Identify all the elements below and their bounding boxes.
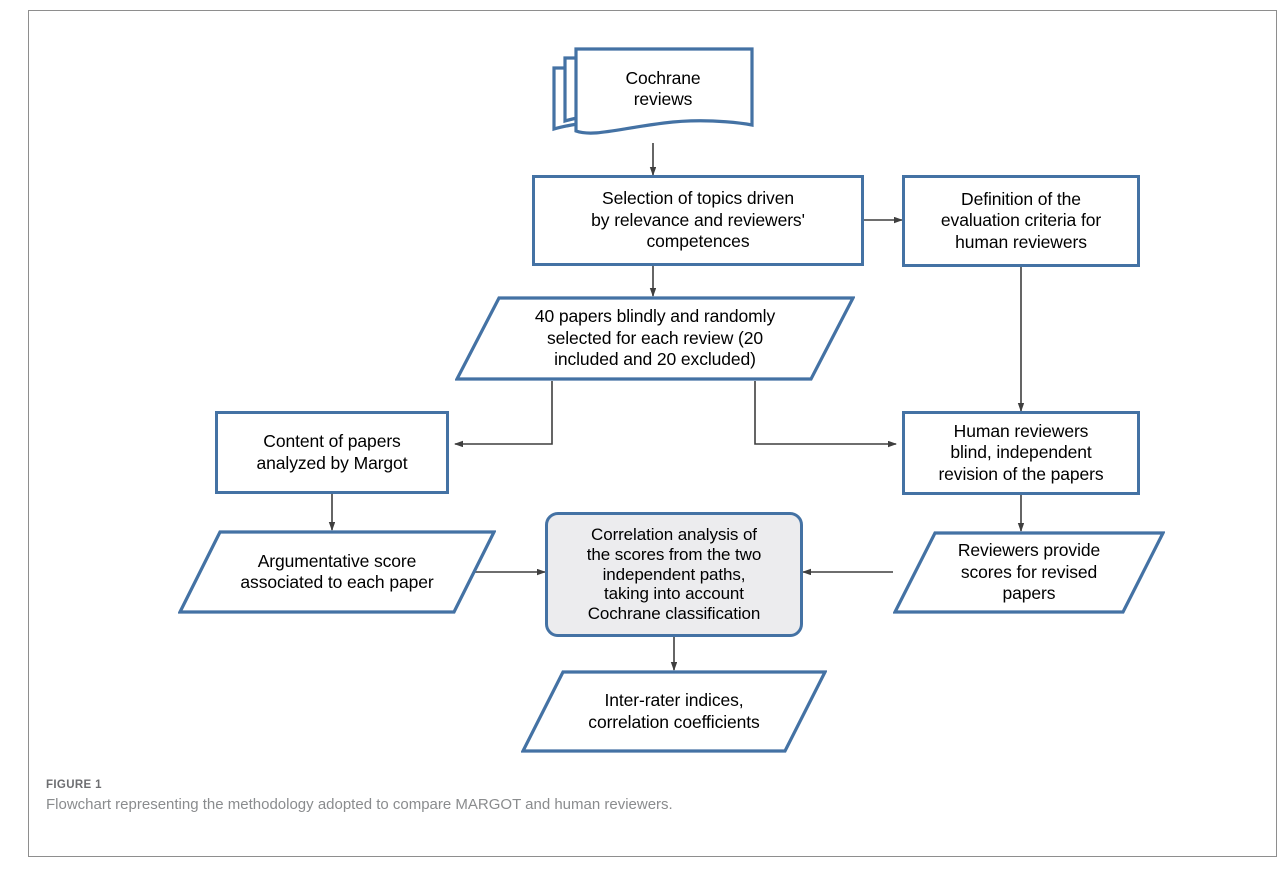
node-selection-of-topics-label: Selection of topics driven by relevance … [591, 188, 805, 252]
figure-number: FIGURE 1 [46, 779, 102, 791]
node-cochrane-reviews[interactable]: Cochrane reviews [551, 47, 755, 143]
figure-caption-block: FIGURE 1 Flowchart representing the meth… [46, 779, 1046, 815]
node-content-analyzed-margot-label: Content of papers analyzed by Margot [256, 431, 408, 473]
node-correlation-analysis[interactable]: Correlation analysis of the scores from … [545, 512, 803, 637]
node-argumentative-score[interactable]: Argumentative score associated to each p… [178, 530, 496, 614]
node-correlation-analysis-label: Correlation analysis of the scores from … [586, 524, 762, 624]
node-human-reviewers-revision[interactable]: Human reviewers blind, independent revis… [902, 411, 1140, 495]
node-human-reviewers-revision-label: Human reviewers blind, independent revis… [938, 420, 1104, 484]
node-selection-of-topics[interactable]: Selection of topics driven by relevance … [532, 175, 864, 266]
edge-papers-to-margot [454, 381, 553, 448]
edge-papers-to-human [754, 381, 897, 448]
node-reviewers-provide-scores[interactable]: Reviewers provide scores for revised pap… [893, 531, 1165, 614]
node-definition-of-criteria-label: Definition of the evaluation criteria fo… [940, 188, 1102, 252]
node-forty-papers[interactable]: 40 papers blindly and randomly selected … [455, 296, 855, 381]
figure-caption-text: Flowchart representing the methodology a… [46, 796, 673, 813]
node-definition-of-criteria[interactable]: Definition of the evaluation criteria fo… [902, 175, 1140, 267]
node-content-analyzed-margot[interactable]: Content of papers analyzed by Margot [215, 411, 449, 494]
node-inter-rater-indices[interactable]: Inter-rater indices, correlation coeffic… [521, 670, 827, 753]
